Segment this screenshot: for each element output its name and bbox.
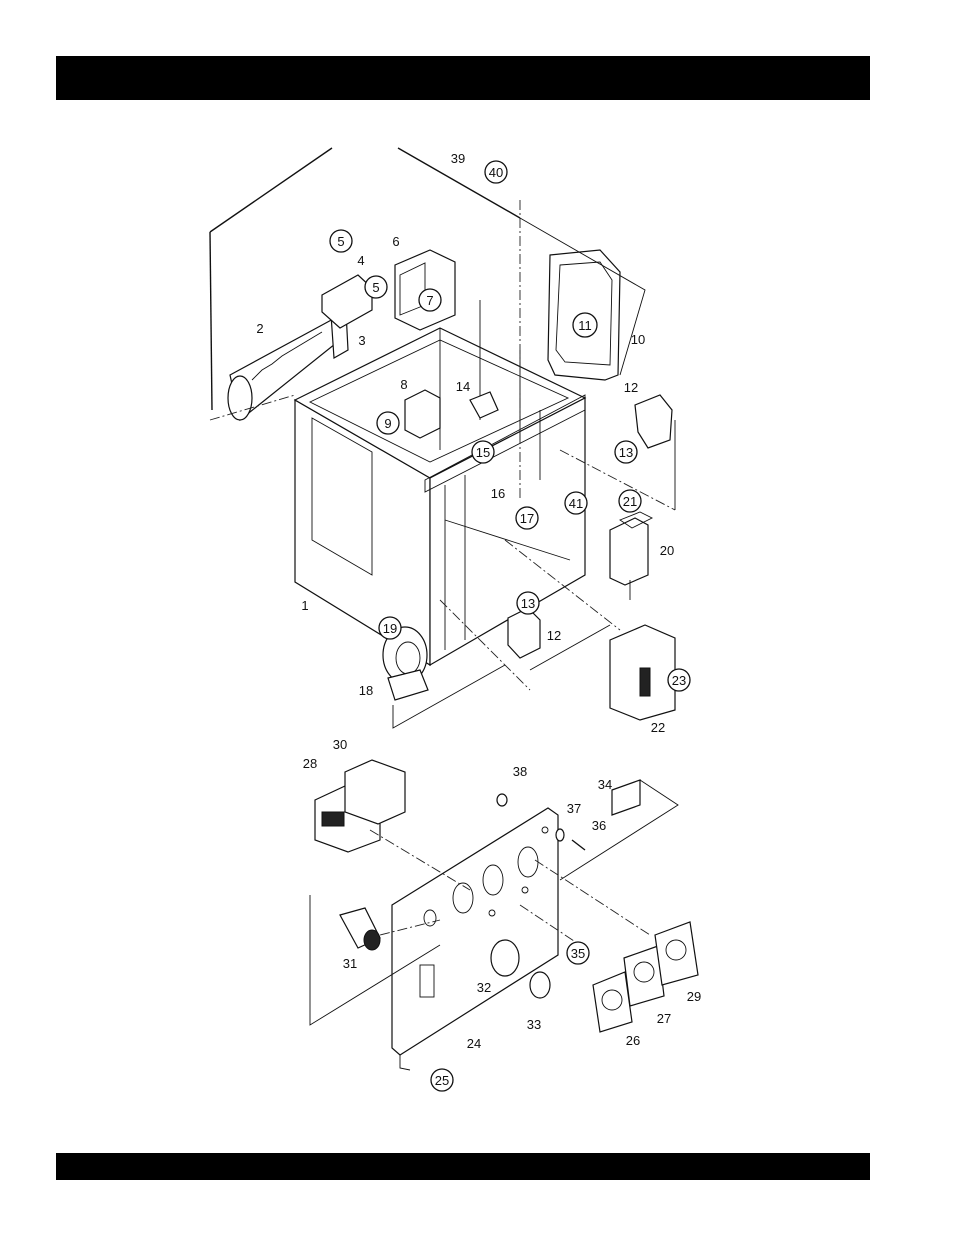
part-label: 1 [301,598,308,613]
bracket-4 [322,275,372,328]
hour-meters-28-30 [315,760,405,852]
part-label: 31 [343,956,357,971]
part-label: 24 [467,1036,481,1051]
part-label: 16 [491,486,505,501]
panel-meters-26-27-29 [593,922,698,1032]
part-label: 21 [623,494,637,509]
part-label: 25 [435,1073,449,1088]
part-label: 30 [333,737,347,752]
part-label: 34 [598,777,612,792]
part-label: 11 [578,318,592,333]
part-label: 6 [392,234,399,249]
part-label: 9 [384,416,391,431]
part-label: 36 [592,818,606,833]
relay-12-upper [635,395,672,448]
part-label: 33 [527,1017,541,1032]
part-label: 3 [358,333,365,348]
part-label: 40 [489,165,503,180]
part-label: 12 [547,628,561,643]
part-label: 27 [657,1011,671,1026]
part-label: 41 [569,496,583,511]
part-label: 7 [426,293,433,308]
part-label: 13 [521,596,535,611]
contactor-20 [610,512,652,585]
part-label: 38 [513,764,527,779]
part-label: 28 [303,756,317,771]
part-label: 37 [567,801,581,816]
part-label: 32 [477,980,491,995]
part-label: 20 [660,543,674,558]
part-label: 5 [372,280,379,295]
fuse-holder-31 [340,908,380,950]
relay-12-lower [508,608,540,658]
part-label: 22 [651,720,665,735]
part-label: 39 [451,151,465,166]
part-label: 29 [687,989,701,1004]
part-label: 14 [456,379,470,394]
part-label: 5 [337,234,344,249]
part-label: 35 [571,946,585,961]
part-label: 26 [626,1033,640,1048]
terminal-block-9 [405,390,440,438]
part-label: 19 [383,621,397,636]
part-label: 17 [520,511,534,526]
part-label: 4 [357,253,364,268]
part-label: 15 [476,445,490,460]
part-label: 12 [624,380,638,395]
part-label: 23 [672,673,686,688]
part-label: 18 [359,683,373,698]
circuit-breaker-22 [610,625,675,720]
part-label: 8 [400,377,407,392]
part-label: 10 [631,332,645,347]
part-label: 13 [619,445,633,460]
part-label: 2 [256,321,263,336]
